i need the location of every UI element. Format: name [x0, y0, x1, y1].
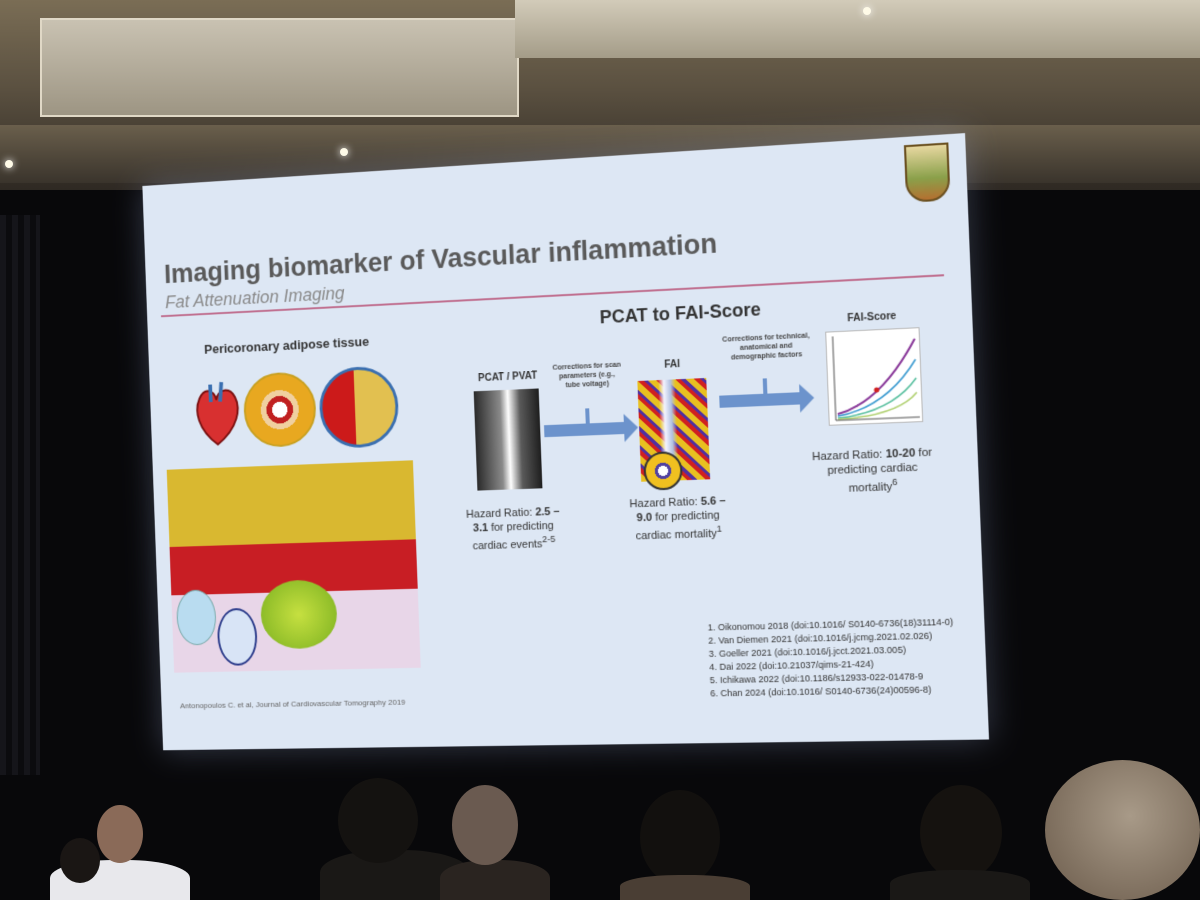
left-heading: Pericoronary adipose tissue [203, 333, 370, 357]
audience-member [890, 870, 1030, 900]
correction-text: Corrections for scan parameters (e.g., t… [552, 361, 621, 389]
ceiling-panel [40, 18, 519, 117]
audience-head [97, 805, 143, 863]
heart-illustration [191, 379, 242, 449]
vessel-crosssection [242, 370, 318, 449]
hazard-ratio-score: Hazard Ratio: 10-20 for predicting cardi… [811, 446, 933, 495]
audience-head [60, 838, 100, 883]
pcat-label: PCAT / PVAT [477, 370, 538, 385]
fai-label: FAI [664, 358, 681, 371]
audience-member [620, 875, 750, 900]
university-logo [903, 142, 951, 203]
hazard-ratio-fai: Hazard Ratio: 5.6 – 9.0 for predicting c… [629, 494, 726, 542]
hazard-ratio-pcat: Hazard Ratio: 2.5 – 3.1 for predicting c… [465, 505, 560, 552]
curtain [0, 215, 40, 775]
audience-head [1045, 760, 1200, 900]
ceiling-light [863, 7, 871, 15]
ceiling [0, 0, 1200, 200]
ceiling-light [5, 160, 13, 168]
adipocyte-cluster [259, 579, 339, 650]
fai-score-plot [825, 327, 924, 426]
correction-text: Corrections for technical, anatomical an… [722, 332, 810, 362]
audience-member [440, 860, 550, 900]
inflammation-diagram [166, 460, 421, 673]
adipose-tissue-zoom [318, 365, 400, 450]
reference-list: 1. Oikonomou 2018 (doi:10.1016/ S0140-67… [707, 616, 956, 701]
right-arrow-icon [543, 421, 625, 438]
audience-head [640, 790, 720, 885]
audience-head [338, 778, 418, 863]
cell-illustration [216, 607, 259, 666]
projection-screen: Imaging biomarker of Vascular inflammati… [142, 133, 990, 751]
pcat-ct-image [473, 388, 543, 491]
fai-crosssection [643, 450, 684, 491]
audience-head [920, 785, 1002, 880]
slide-title: Imaging biomarker of Vascular inflammati… [163, 228, 718, 290]
right-arrow-icon [719, 392, 800, 408]
fai-score-label: FAI-Score [847, 310, 897, 325]
cell-illustration [175, 589, 217, 646]
ceiling-panel [515, 0, 1200, 58]
audience-head [452, 785, 518, 865]
ceiling-light [340, 148, 348, 156]
right-heading: PCAT to FAI-Score [599, 299, 762, 328]
figure-caption: Antonopoulos C. et al, Journal of Cardio… [179, 697, 406, 711]
